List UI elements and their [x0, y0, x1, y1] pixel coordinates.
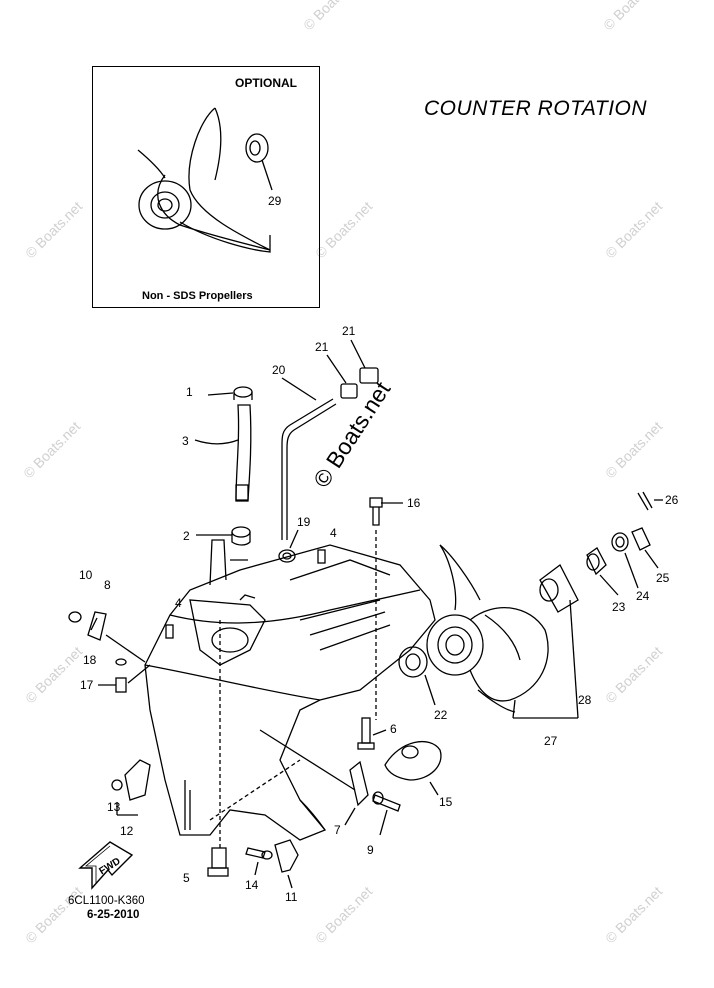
- callout-7: 7: [334, 823, 341, 837]
- callout-11: 11: [285, 890, 298, 904]
- callout-28: 28: [578, 693, 592, 707]
- callout-26: 26: [665, 493, 679, 507]
- callout-19: 19: [297, 515, 311, 529]
- bolts-5-14: [207, 847, 273, 877]
- callout-22: 22: [434, 708, 448, 722]
- callout-21a: 21: [315, 340, 329, 354]
- callout-3: 3: [182, 434, 189, 448]
- callout-6: 6: [390, 722, 397, 736]
- callout-14: 14: [245, 878, 259, 892]
- optional-parts-box: [92, 66, 320, 308]
- parts-7-9: [344, 760, 401, 836]
- water-tube-20: [281, 377, 337, 540]
- callout-9: 9: [367, 843, 374, 857]
- callout-18: 18: [83, 653, 97, 667]
- callout-17: 17: [80, 678, 94, 692]
- callout-1: 1: [186, 385, 193, 399]
- callout-5: 5: [183, 871, 190, 885]
- optional-propeller-drawing: [137, 107, 273, 253]
- spacer-22: [398, 646, 436, 706]
- anode-12: [111, 759, 151, 816]
- part-11: [274, 839, 299, 889]
- diagram-title: COUNTER ROTATION: [424, 97, 648, 120]
- callout-21b: 21: [342, 324, 356, 338]
- callout-20: 20: [272, 363, 286, 377]
- bolt-16: [369, 497, 403, 720]
- drive-shaft-parts: [194, 386, 253, 546]
- callout-23: 23: [612, 600, 626, 614]
- hub-and-nut-parts: [539, 491, 663, 613]
- lower-casing-drawing: [144, 539, 436, 850]
- drawing-code: 6CL1100-K360: [68, 895, 145, 907]
- callout-13: 13: [107, 800, 121, 814]
- callout-8: 8: [104, 578, 111, 592]
- callout-29: 29: [268, 194, 282, 208]
- propeller-27: [426, 544, 579, 719]
- fwd-label: FWD: [97, 856, 122, 877]
- callout-10: 10: [79, 568, 93, 582]
- callout-4a: 4: [175, 596, 182, 610]
- callout-25: 25: [656, 571, 670, 585]
- callout-4b: 4: [330, 526, 337, 540]
- callout-27: 27: [544, 734, 558, 748]
- drawing-date: 6-25-2010: [87, 909, 140, 921]
- callout-16: 16: [407, 496, 421, 510]
- left-small-parts: [68, 549, 326, 693]
- trim-tab-15: [357, 717, 442, 796]
- optional-caption: Non - SDS Propellers: [142, 290, 253, 302]
- callout-15: 15: [439, 795, 453, 809]
- grommets-21: [326, 339, 379, 399]
- callout-2: 2: [183, 529, 190, 543]
- part-19: [278, 529, 299, 563]
- callout-labels: 29 1 2 3 4 4 5 6 7 8 9 10 11 12 13 14 15…: [79, 194, 679, 904]
- callout-24: 24: [636, 589, 650, 603]
- optional-heading: OPTIONAL: [235, 76, 297, 90]
- callout-12: 12: [120, 824, 134, 838]
- fwd-arrow: [78, 841, 134, 890]
